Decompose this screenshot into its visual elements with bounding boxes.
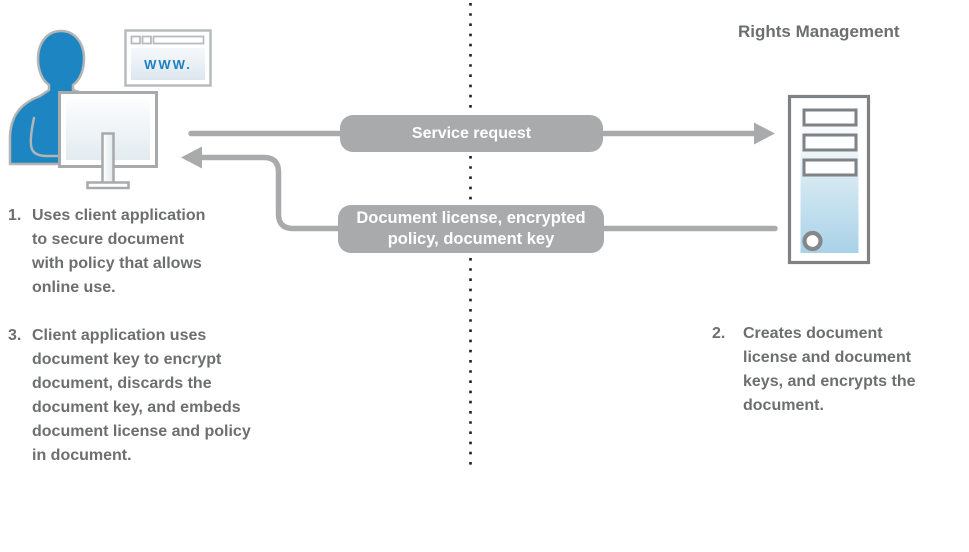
step-3-number: 3. <box>8 327 22 344</box>
step-1-text: Uses client application to secure docume… <box>32 207 206 296</box>
license-return-arrow-shaft <box>195 154 778 232</box>
browser-address-bar <box>152 35 205 45</box>
step-2: 2. Creates document license and document… <box>712 322 916 418</box>
service-request-arrowhead <box>754 122 775 145</box>
step-1-number: 1. <box>8 207 22 224</box>
step-3: 3. Client application uses document key … <box>8 324 251 468</box>
browser-page-area <box>131 48 205 80</box>
server-drive-slot <box>802 133 858 152</box>
license-return-arrowhead <box>181 146 202 169</box>
monitor-stand <box>101 132 115 185</box>
server-power-button <box>802 230 823 252</box>
license-return-label: Document license, encrypted policy, docu… <box>338 205 604 253</box>
service-request-label-text: Service request <box>411 124 532 142</box>
server-drive-slot <box>802 158 858 177</box>
step-2-number: 2. <box>712 325 726 342</box>
browser-window-icon <box>124 29 212 87</box>
step-3-text: Client application uses document key to … <box>32 327 251 464</box>
browser-url-text: WWW. <box>144 56 192 72</box>
license-return-arrow <box>181 146 778 232</box>
server-drive-slot <box>802 108 858 127</box>
service-request-label: Service request <box>340 115 603 152</box>
rights-management-title: Rights Management <box>738 22 900 41</box>
server-front-panel <box>800 108 859 253</box>
monitor-base <box>86 181 130 190</box>
step-2-text: Creates document license and document ke… <box>743 325 916 414</box>
server-tower-icon <box>787 94 871 265</box>
monitor-icon <box>58 91 158 190</box>
person-arm-line <box>29 116 60 158</box>
browser-toolbar-button <box>130 35 141 45</box>
step-1: 1. Uses client application to secure doc… <box>8 204 205 300</box>
browser-toolbar-button <box>141 35 152 45</box>
license-return-label-text: Document license, encrypted policy, docu… <box>356 209 586 248</box>
